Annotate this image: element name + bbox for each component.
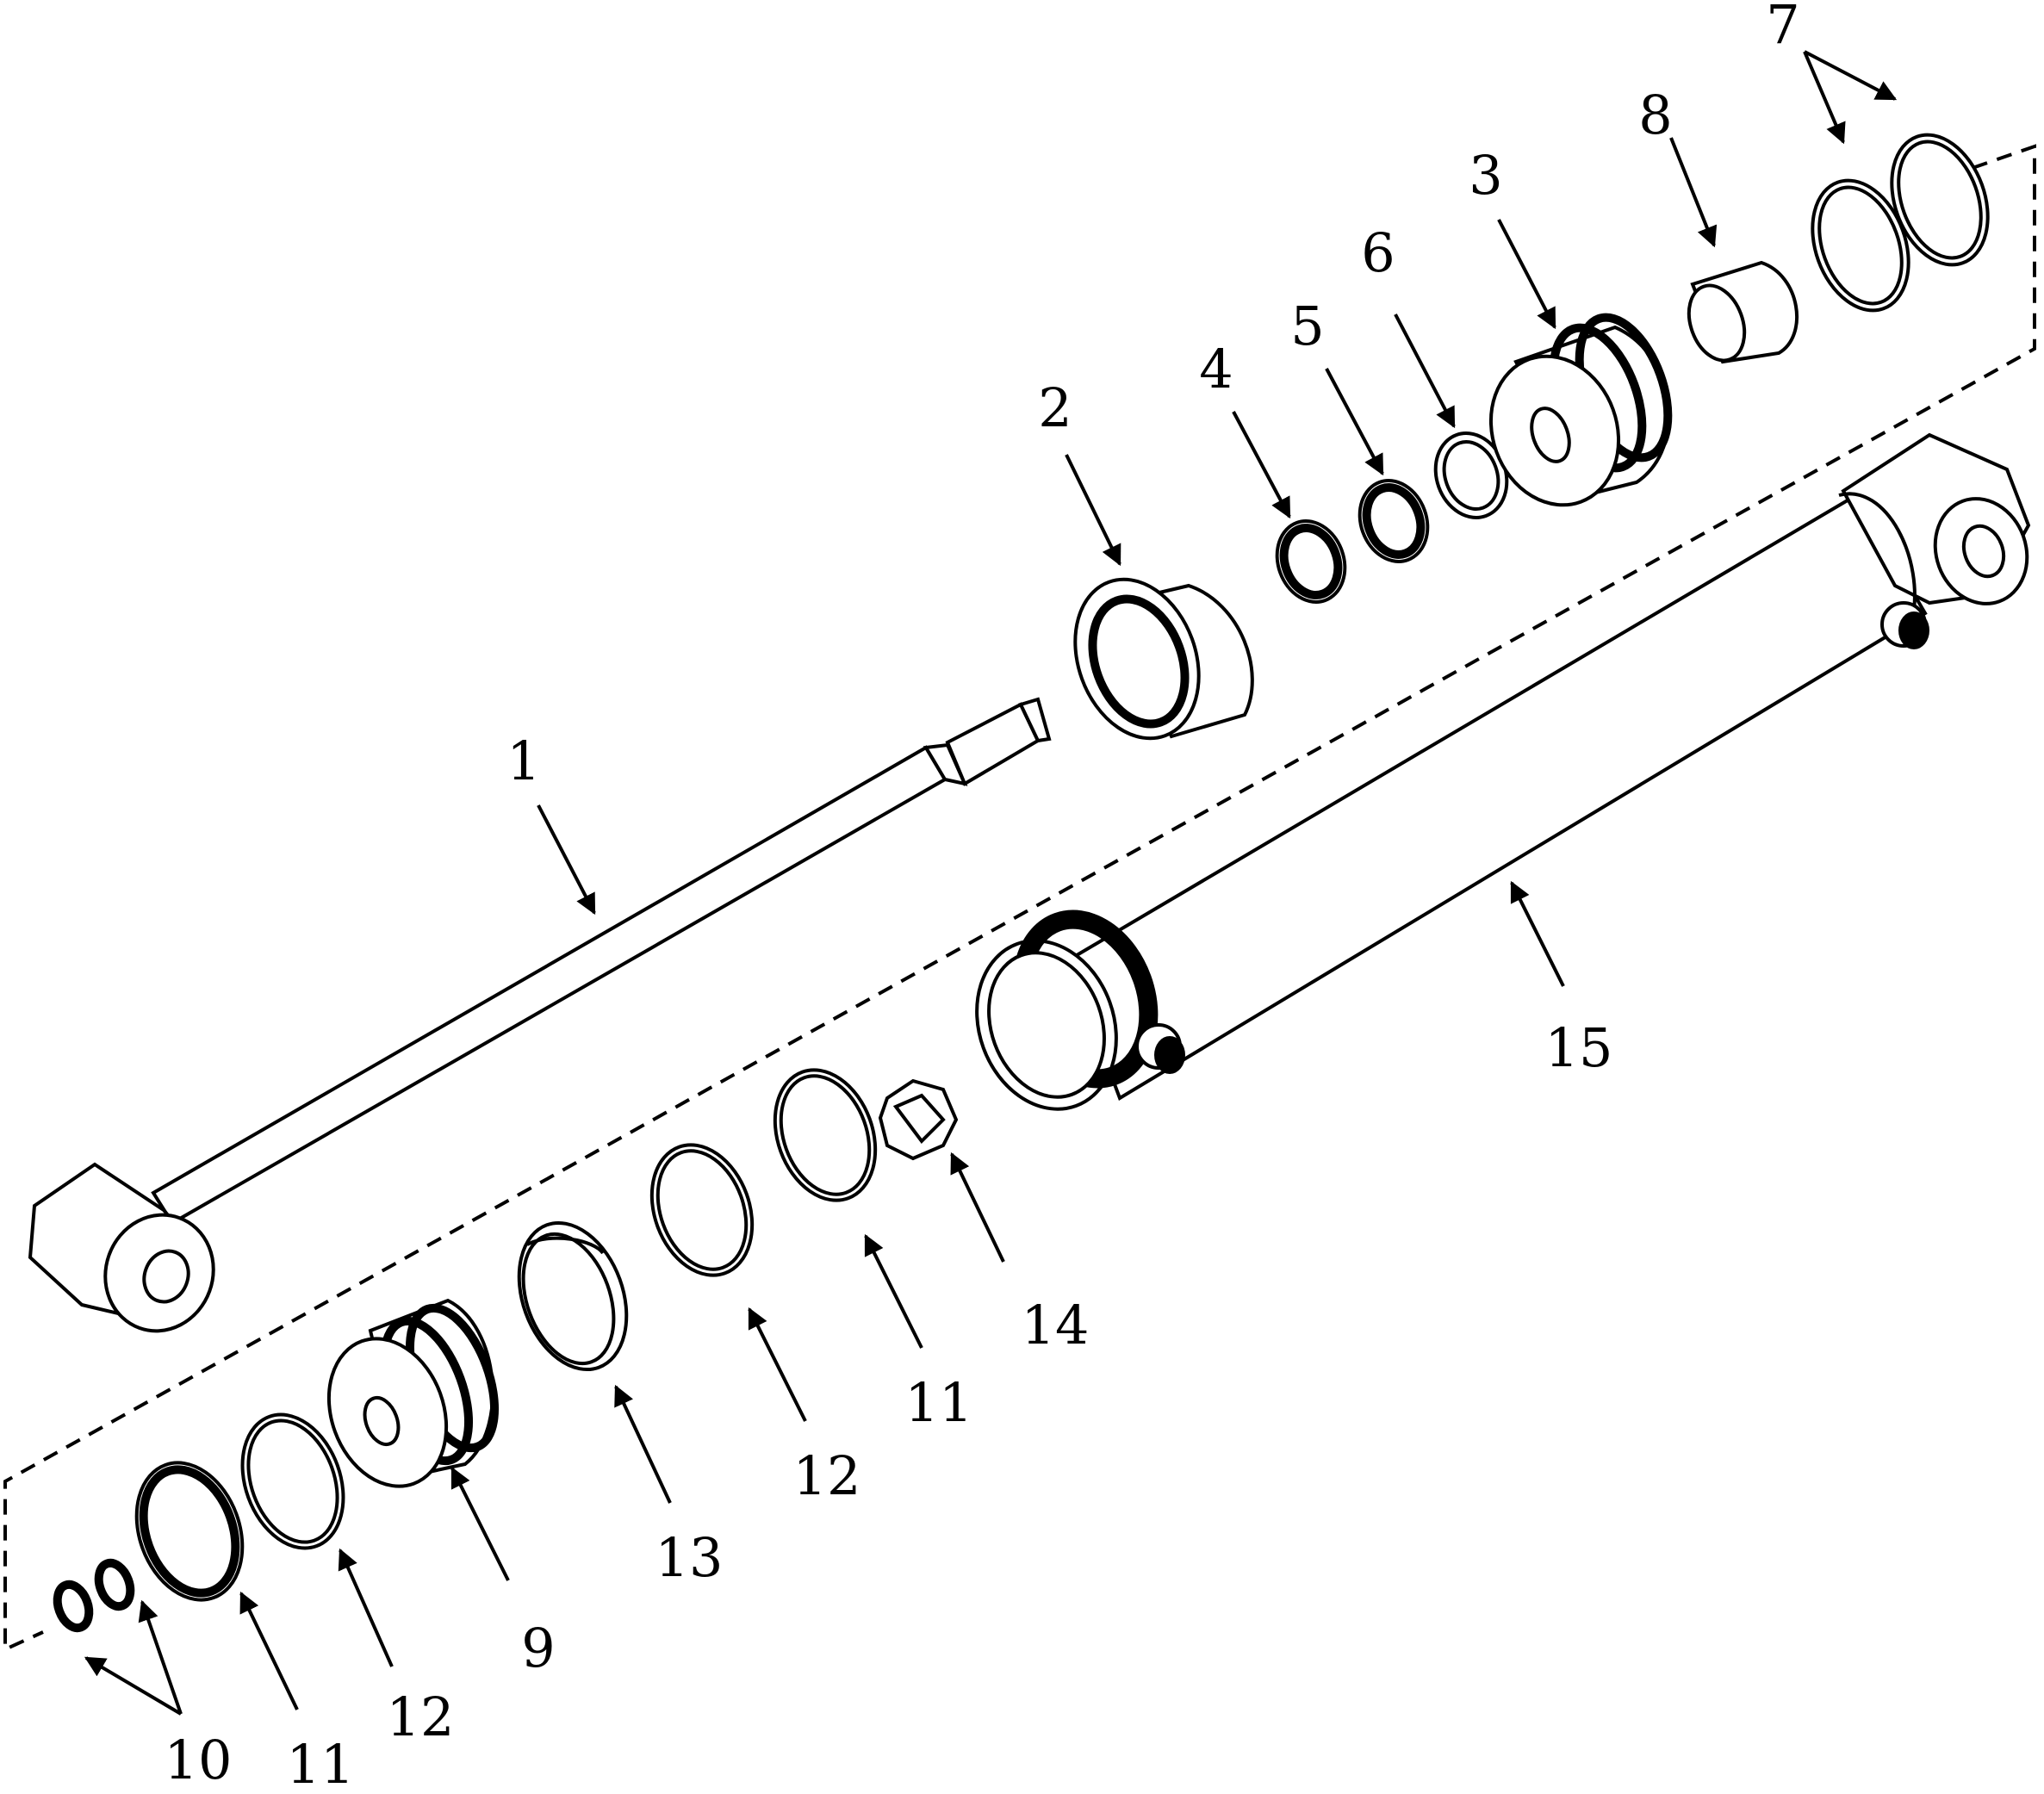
cylinder-barrel: [975, 432, 2031, 1111]
callout-11-lower: 11: [287, 1733, 355, 1794]
bushing: [1687, 260, 1799, 364]
nut: [878, 1078, 959, 1161]
callout-10: 10: [165, 1729, 233, 1791]
callout-3: 3: [1469, 144, 1502, 207]
callout-2: 2: [1038, 376, 1072, 439]
callout-7: 7: [1766, 0, 1799, 56]
callout-1: 1: [506, 729, 540, 792]
assembly-outline: [3, 144, 2036, 1653]
o-ring-10a: [53, 1580, 94, 1633]
piston: [326, 1298, 500, 1488]
callout-6: 6: [1361, 221, 1395, 284]
wear-ring: [517, 1220, 629, 1372]
callout-5: 5: [1290, 295, 1324, 357]
gland-ring: [1073, 577, 1254, 741]
head-gland: [1488, 313, 1673, 507]
callout-12-lower: 12: [387, 1685, 455, 1748]
callout-9: 9: [521, 1617, 555, 1679]
seal-12-lower: [240, 1412, 345, 1550]
leader-arrows: [84, 50, 1898, 1716]
callout-12-upper: 12: [793, 1444, 861, 1507]
seal-12-upper: [649, 1143, 755, 1277]
callout-15: 15: [1545, 1016, 1613, 1079]
callout-8: 8: [1638, 84, 1672, 146]
seal-11-upper: [773, 1068, 878, 1202]
callout-labels: 1 2 3 4 5 6 7 8 9 10 11 12 13 14 15 11 1…: [165, 0, 1800, 1794]
callout-4: 4: [1199, 338, 1233, 400]
callout-13: 13: [655, 1526, 724, 1589]
o-ring-10b: [94, 1558, 135, 1611]
callout-14: 14: [1022, 1294, 1090, 1356]
callout-11-upper: 11: [905, 1371, 973, 1434]
piston-rod: [28, 697, 1052, 1333]
